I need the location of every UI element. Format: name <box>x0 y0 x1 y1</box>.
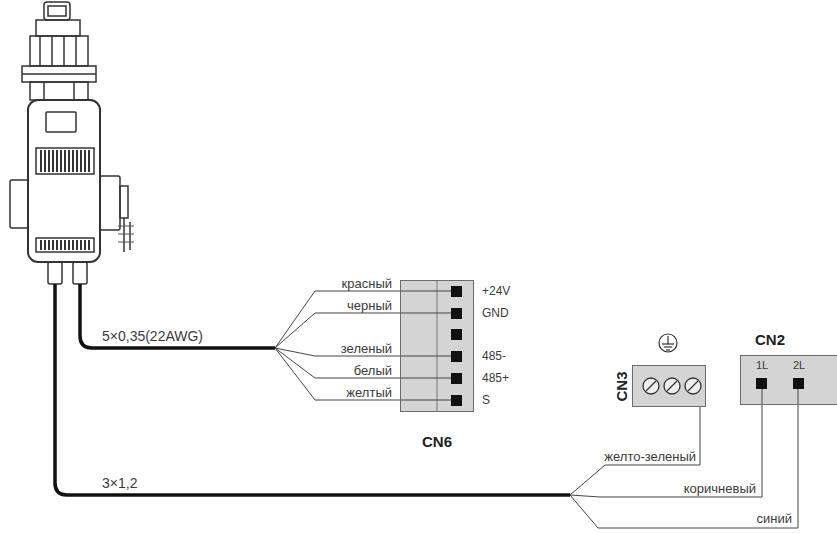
wire-color: желтый <box>346 385 392 401</box>
connector-name: CN2 <box>755 331 785 348</box>
pin-name: GND <box>482 306 509 321</box>
pin-name: S <box>482 393 490 408</box>
cable-spec: 3×1,2 <box>102 475 137 492</box>
pin-name: 1L <box>756 358 768 372</box>
connector-block: CN2 <box>740 355 837 405</box>
pin-name: +24V <box>482 284 510 299</box>
pin-name: 2L <box>793 358 805 372</box>
connector-block: CN6 <box>400 280 474 412</box>
wire-color: белый <box>354 363 392 379</box>
wire <box>275 291 798 528</box>
wire-color: зеленый <box>341 341 392 357</box>
pin-name: 485- <box>482 349 506 364</box>
ground-symbol <box>659 334 677 352</box>
terminal <box>451 286 804 406</box>
laser-head <box>10 2 130 284</box>
wire-color: желто-зеленый <box>604 449 696 465</box>
connector-name: CN3 <box>613 371 630 401</box>
wire-color: черный <box>347 298 392 314</box>
cable <box>55 284 570 495</box>
wire-color: синий <box>757 511 792 527</box>
wire-color: красный <box>342 276 392 292</box>
connector-name: CN6 <box>422 433 452 450</box>
cable-spec: 5×0,35(22AWG) <box>102 328 203 345</box>
wire-color: коричневый <box>684 481 756 497</box>
pin-name: 485+ <box>482 371 509 386</box>
connector-block: CN3 <box>632 365 706 407</box>
